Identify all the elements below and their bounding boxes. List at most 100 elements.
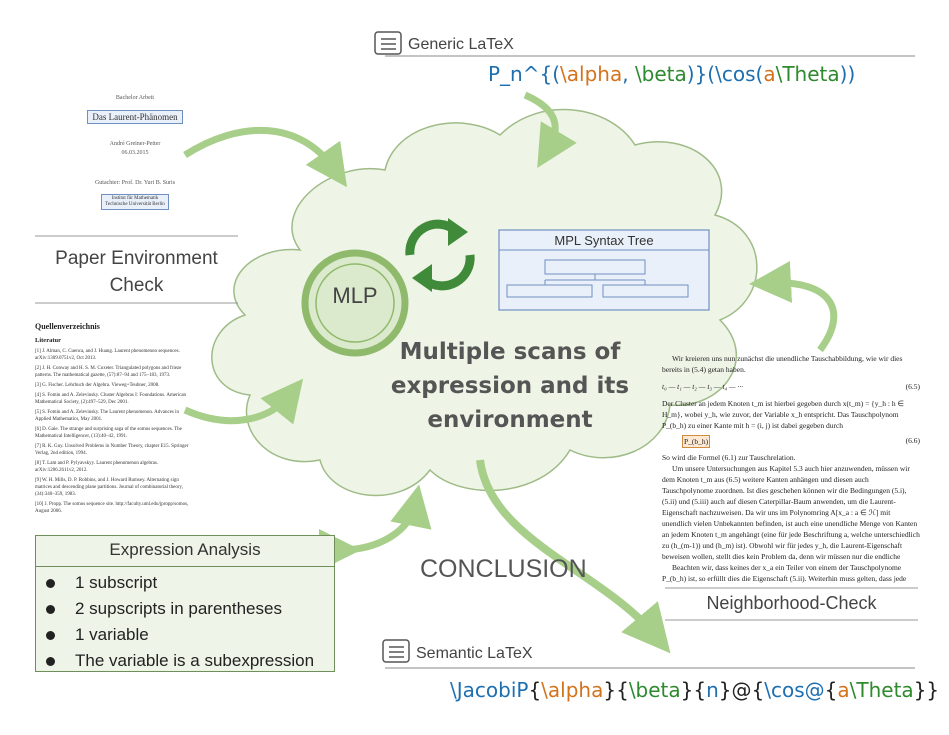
- title-page-title: Das Laurent-Phänomen: [87, 110, 183, 124]
- cloud-line-1: Multiple scans of: [399, 339, 621, 365]
- reference-item: [6] D. Gale. The strange and surprising …: [35, 427, 182, 439]
- neighborhood-p5: Beachten wir, dass keines der x_a ein Te…: [662, 563, 907, 583]
- paper-check-label: Paper Environment Check: [35, 245, 238, 299]
- eq2-formula: P_(b_h): [682, 435, 711, 448]
- mlp-label: MLP: [332, 283, 378, 308]
- semantic-latex-token: \beta: [628, 678, 681, 702]
- paper-check-label-line1: Paper Environment: [55, 248, 218, 269]
- neighborhood-check-label: Neighborhood-Check: [706, 593, 877, 613]
- mlp-inner-ring: [315, 263, 395, 343]
- semantic-latex-token: }}: [913, 678, 940, 702]
- reference-item: [4] S. Fomin and A. Zelevinsky. Cluster …: [35, 393, 187, 405]
- generic-latex-token: )}(: [686, 62, 716, 86]
- scroll-icon-semantic: [382, 639, 410, 663]
- institute-line-1: Institut für Mathematik: [111, 196, 159, 201]
- expression-analysis-title: Expression Analysis: [36, 536, 334, 567]
- semantic-latex-token: }@{: [718, 678, 765, 702]
- generic-latex-token: a: [763, 62, 776, 86]
- institute-line-2: Technische Universität Berlin: [105, 202, 165, 207]
- generic-latex-token: ,: [622, 62, 635, 86]
- semantic-latex-token: \JacobiP: [450, 678, 529, 702]
- expression-analysis-list: 1 subscript 2 supscripts in parentheses 1 …: [36, 567, 334, 671]
- references-list: [1] J. Alman, C. Cuenca, and J. Huang. L…: [35, 348, 190, 515]
- expression-analysis-box: Expression Analysis 1 subscript 2 supscri…: [35, 535, 335, 672]
- analysis-item-text: The variable is a subexpression: [75, 651, 315, 670]
- title-page-date: 06.03.2015: [121, 150, 149, 156]
- references-heading: Quellenverzeichnis: [35, 322, 100, 331]
- neighborhood-page: Wir kreieren uns nun zunächst die unendl…: [662, 353, 920, 584]
- neighborhood-p4: Um unsere Untersuchungen aus Kapitel 5.3…: [662, 464, 920, 561]
- title-page-top: Bachelor Arbeit: [115, 95, 155, 101]
- paper-check-label-line2: Check: [109, 275, 164, 296]
- bullet-icon: [46, 604, 55, 614]
- generic-latex-token: \Theta: [775, 62, 840, 86]
- generic-latex-token: )): [839, 62, 856, 86]
- reference-item: [9] W. H. Mills, D. P. Robbins, and J. H…: [35, 478, 183, 497]
- semantic-latex-expression: \JacobiP{\alpha}{\beta}{n}@{\cos@{a\Thet…: [450, 678, 939, 702]
- neighborhood-p1: Wir kreieren uns nun zunächst die unendl…: [662, 354, 903, 374]
- semantic-latex-token: \cos@: [764, 678, 825, 702]
- paper-title-page: Bachelor Arbeit Das Laurent-Phänomen And…: [60, 95, 210, 210]
- cloud-shape: [211, 108, 758, 497]
- eq1-number: (6.5): [905, 382, 920, 391]
- bullet-icon: [46, 578, 55, 588]
- reference-item: [8] T. Lam and P. Pylyavskyy. Laurent ph…: [35, 461, 159, 473]
- reference-item: [3] G. Fischer. Lehrbuch der Algebra. Vi…: [35, 383, 160, 388]
- analysis-item: The variable is a subexpression: [46, 651, 324, 671]
- arrow-cloud-to-neighborhood: [749, 260, 838, 353]
- conclusion-label: CONCLUSION: [420, 555, 587, 583]
- semantic-latex-label: Semantic LaTeX: [416, 645, 533, 662]
- analysis-item: 2 supscripts in parentheses: [46, 599, 324, 619]
- generic-latex-token: P_n^{(: [488, 62, 561, 86]
- reference-item: [10] J. Propp. The somos sequence site. …: [35, 502, 189, 514]
- eq1-formula: t₀ — t₁ — t₂ — t₃ — t₄ — ···: [662, 382, 744, 391]
- generic-latex-expression: P_n^{(\alpha, \beta)}(\cos(a\Theta)): [488, 62, 855, 86]
- semantic-latex-token: {: [528, 678, 542, 702]
- semantic-latex-token: }{: [680, 678, 707, 702]
- generic-latex-token: \beta: [634, 62, 687, 86]
- arrow-cloud-to-semantic: [476, 459, 671, 654]
- reference-item: [7] R. K. Guy. Unsolved Problems in Numb…: [35, 444, 189, 456]
- reference-item: [5] S. Fomin and A. Zelevinsky. The Laur…: [35, 410, 180, 422]
- cloud-line-2: expression and its: [390, 373, 630, 399]
- bullet-icon: [46, 630, 55, 640]
- semantic-latex-token: a: [837, 678, 850, 702]
- references-subheading: Literatur: [35, 337, 61, 344]
- arrow-references-to-cloud: [183, 378, 304, 425]
- cloud-description: Multiple scans of expression and its env…: [380, 335, 640, 437]
- references-page: Quellenverzeichnis Literatur [1] J. Alma…: [35, 322, 190, 518]
- reference-item: [1] J. Alman, C. Cuenca, and J. Huang. L…: [35, 349, 180, 361]
- neighborhood-p2: Der Cluster an jedem Knoten t_m ist hier…: [662, 399, 905, 430]
- neighborhood-eq1: t₀ — t₁ — t₂ — t₃ — t₄ — ··· (6.5): [662, 381, 920, 392]
- generic-latex-token: (: [755, 62, 764, 86]
- semantic-latex-token: n: [706, 678, 719, 702]
- bullet-icon: [46, 656, 55, 666]
- analysis-item: 1 variable: [46, 625, 324, 645]
- neighborhood-eq2: P_(b_h) (6.6): [662, 435, 920, 448]
- syntax-tree-box: [498, 229, 710, 311]
- analysis-item: 1 subscript: [46, 573, 324, 593]
- syntax-tree-title: MPL Syntax Tree: [554, 233, 654, 248]
- arrow-analysis-to-cloud: [318, 484, 432, 572]
- analysis-item-text: 1 variable: [75, 625, 149, 644]
- semantic-latex-token: }{: [603, 678, 629, 702]
- title-page-advisor: Gutachter: Prof. Dr. Yuri B. Suris: [94, 180, 176, 186]
- eq2-number: (6.6): [905, 436, 920, 445]
- reference-item: [2] J. H. Conway and H. S. M. Coxeter. T…: [35, 366, 182, 378]
- scroll-icon-generic: [374, 31, 402, 55]
- title-page-author: André Greiner-Petter: [109, 141, 161, 147]
- generic-latex-token: \cos: [715, 62, 756, 86]
- refresh-icon: [405, 218, 475, 292]
- generic-latex-token: \alpha: [560, 62, 623, 86]
- semantic-latex-token: {: [824, 678, 838, 702]
- semantic-latex-token: \Theta: [849, 678, 914, 702]
- neighborhood-p3: So wird die Formel (6.1) zur Tauschrelat…: [662, 453, 796, 462]
- semantic-latex-token: \alpha: [541, 678, 604, 702]
- generic-latex-label: Generic LaTeX: [408, 36, 514, 53]
- arrow-paper-to-cloud: [183, 126, 348, 188]
- cloud-line-3: environment: [427, 407, 593, 433]
- analysis-item-text: 2 supscripts in parentheses: [75, 599, 282, 618]
- analysis-item-text: 1 subscript: [75, 573, 158, 592]
